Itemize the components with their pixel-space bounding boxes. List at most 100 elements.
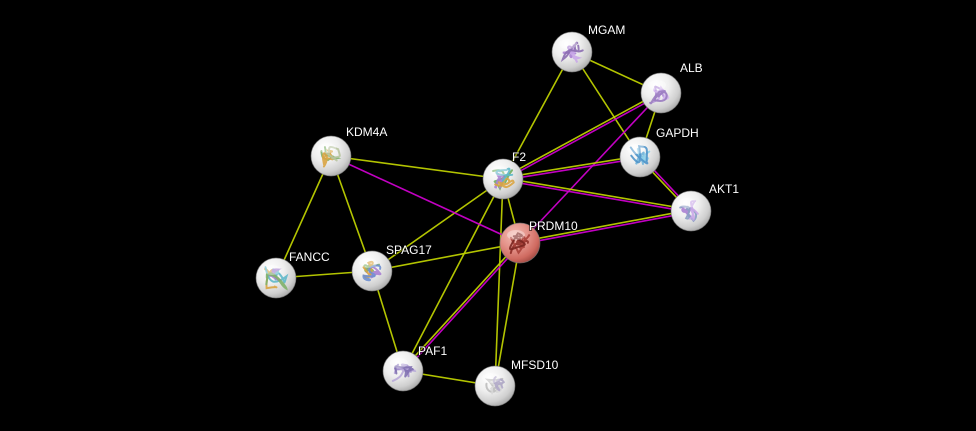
structure-ribbon: [560, 41, 584, 63]
edge-segment-textmining[interactable]: [330, 155, 504, 180]
edge-KDM4A-FANCC[interactable]: [275, 155, 332, 279]
edge-segment-textmining[interactable]: [401, 241, 520, 371]
edge-segment-experiments[interactable]: [501, 179, 692, 213]
edge-SPAG17-PRDM10[interactable]: [371, 242, 521, 272]
structure-ribbon: [649, 90, 668, 105]
node-PRDM10[interactable]: [499, 222, 541, 264]
node-label-KDM4A: KDM4A: [346, 125, 387, 139]
edge-ALB-F2[interactable]: [501, 91, 663, 181]
edge-segment-textmining[interactable]: [502, 177, 693, 211]
structure-ribbon: [362, 264, 382, 282]
edge-segment-textmining[interactable]: [501, 91, 662, 179]
protein-structure-thumbnail-icon: [264, 266, 289, 291]
structure-ribbon: [492, 169, 513, 191]
edges-layer: [275, 51, 693, 387]
node-label-GAPDH: GAPDH: [656, 126, 699, 140]
edge-segment-textmining[interactable]: [494, 242, 521, 387]
edge-PRDM10-MFSD10[interactable]: [494, 242, 521, 387]
edge-ALB-PRDM10[interactable]: [519, 92, 662, 244]
edge-segment-textmining[interactable]: [518, 209, 692, 243]
sphere-highlight: [318, 143, 336, 153]
node-PAF1[interactable]: [382, 350, 424, 392]
edge-segment-experiments[interactable]: [502, 157, 641, 181]
edge-KDM4A-PRDM10[interactable]: [330, 155, 521, 244]
node-label-MFSD10: MFSD10: [511, 358, 559, 372]
protein-structure-thumbnail-icon: [649, 85, 670, 105]
protein-structure-thumbnail-icon: [484, 376, 506, 395]
node-ALB[interactable]: [640, 72, 682, 114]
edge-segment-experiments[interactable]: [519, 211, 693, 245]
edge-segment-experiments[interactable]: [403, 243, 522, 373]
structure-ribbon: [325, 145, 341, 162]
node-SPAG17[interactable]: [351, 250, 393, 292]
edge-F2-MFSD10[interactable]: [494, 178, 504, 387]
node-label-F2: F2: [512, 150, 526, 164]
sphere-highlight: [490, 166, 508, 176]
structure-ribbon: [391, 363, 417, 382]
structure-ribbon: [689, 200, 699, 221]
protein-structure-thumbnail-icon: [560, 41, 584, 63]
edge-AKT1-F2[interactable]: [501, 177, 693, 213]
node-label-AKT1: AKT1: [709, 182, 739, 196]
node-KDM4A[interactable]: [310, 135, 352, 177]
edge-segment-textmining[interactable]: [371, 242, 521, 272]
node-AKT1[interactable]: [670, 190, 712, 232]
node-label-PAF1: PAF1: [418, 344, 447, 358]
node-FANCC[interactable]: [255, 257, 297, 299]
structure-ribbon: [394, 365, 414, 378]
sphere-highlight: [648, 80, 666, 90]
edge-segment-textmining[interactable]: [502, 155, 641, 179]
structure-ribbon: [495, 167, 514, 182]
node-F2[interactable]: [482, 158, 524, 200]
sphere-highlight: [390, 358, 408, 368]
edge-segment-experiments[interactable]: [330, 155, 521, 244]
node-label-FANCC: FANCC: [289, 250, 330, 264]
edge-segment-textmining[interactable]: [275, 155, 332, 279]
protein-structure-thumbnail-icon: [492, 167, 515, 191]
node-label-ALB: ALB: [680, 61, 703, 75]
edge-segment-textmining[interactable]: [371, 178, 504, 272]
edge-segment-textmining[interactable]: [571, 51, 641, 158]
sphere-highlight: [559, 39, 577, 49]
sphere-highlight: [359, 258, 377, 268]
structure-ribbon: [494, 177, 515, 189]
structure-ribbon: [629, 144, 649, 165]
structure-ribbon: [562, 45, 577, 59]
sphere-highlight: [482, 373, 500, 383]
protein-structure-thumbnail-icon: [320, 145, 342, 168]
node-label-MGAM: MGAM: [588, 23, 625, 37]
edge-segment-textmining[interactable]: [402, 178, 504, 372]
node-label-PRDM10: PRDM10: [529, 219, 578, 233]
edge-F2-KDM4A[interactable]: [330, 155, 504, 180]
protein-structure-thumbnail-icon: [391, 363, 417, 382]
edge-F2-PAF1[interactable]: [402, 178, 504, 372]
node-MFSD10[interactable]: [474, 365, 516, 407]
node-GAPDH[interactable]: [619, 136, 661, 178]
edge-MGAM-GAPDH[interactable]: [571, 51, 641, 158]
node-MGAM[interactable]: [551, 31, 593, 73]
protein-structure-thumbnail-icon: [629, 144, 651, 165]
edge-AKT1-PRDM10[interactable]: [518, 209, 693, 245]
edge-segment-experiments[interactable]: [519, 92, 662, 244]
protein-structure-thumbnail-icon: [679, 200, 699, 223]
edge-segment-experiments[interactable]: [502, 93, 663, 181]
structure-ribbon: [492, 376, 506, 392]
edge-F2-SPAG17[interactable]: [371, 178, 504, 272]
sphere-highlight: [678, 198, 696, 208]
structure-ribbon: [509, 232, 526, 251]
protein-structure-thumbnail-icon: [509, 232, 531, 255]
edge-segment-textmining[interactable]: [502, 51, 573, 180]
edge-GAPDH-F2[interactable]: [502, 155, 641, 181]
sphere-highlight: [507, 230, 525, 240]
edge-segment-textmining[interactable]: [494, 178, 504, 387]
edge-PRDM10-PAF1[interactable]: [401, 241, 522, 373]
edge-MGAM-F2[interactable]: [502, 51, 573, 180]
structure-ribbon: [362, 260, 374, 279]
sphere-highlight: [627, 144, 645, 154]
node-label-SPAG17: SPAG17: [386, 243, 432, 257]
protein-structure-thumbnail-icon: [362, 260, 382, 282]
sphere-highlight: [263, 265, 281, 275]
